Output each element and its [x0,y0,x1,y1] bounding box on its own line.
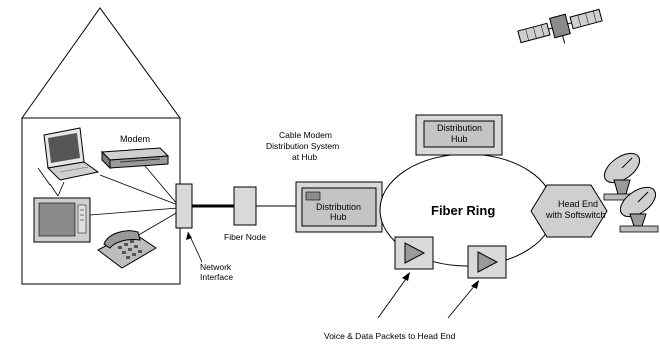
dist-hub-left-label-1: Distribution [316,202,361,212]
amplifier-icon [394,236,434,270]
television-icon [33,181,91,243]
fiber-node-box [233,186,257,226]
satellite-icon [517,8,603,44]
house-roof [21,7,181,119]
telephone-icon [97,230,157,269]
fiber-ring-label: Fiber Ring [431,203,495,218]
packet-arrows [377,275,477,319]
modem-icon [100,147,170,170]
head-end [530,184,608,238]
head-end-label-1: Head End [558,199,598,209]
head-end-label-2: with Softswitch [545,210,606,220]
network-interface-label-1: Network [200,262,232,272]
fiber-node-label: Fiber Node [224,232,266,242]
distribution-hub-left [295,181,383,233]
dist-hub-left-label-2: Hub [330,212,347,222]
cmds-label-2: Distribution System [266,141,339,151]
dist-hub-top-label-2: Hub [451,134,468,144]
packets-label: Voice & Data Packets to Head End [324,331,456,341]
distribution-hub-top [415,114,503,156]
satellite-dish-icon [603,152,645,201]
modem-label: Modem [120,134,150,144]
dist-hub-top-label-1: Distribution [437,123,482,133]
cmds-label-1: Cable Modem [279,130,332,140]
network-interface-label-2: Interface [200,272,233,282]
satellite-dish-icon [619,186,659,233]
cmds-label-3: at Hub [292,152,317,162]
amplifier-icon [467,245,507,279]
laptop-icon [37,127,100,186]
network-interface-box [175,183,193,229]
